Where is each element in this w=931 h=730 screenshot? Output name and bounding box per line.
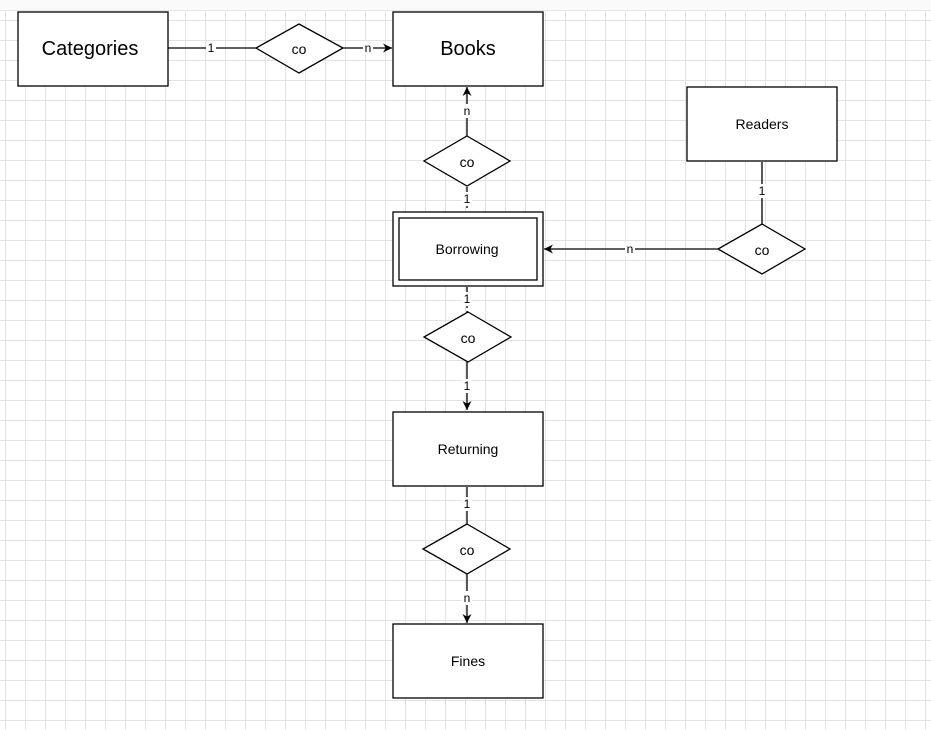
cardinality-borrowing-to-returning: 1 [464, 292, 471, 306]
top-bar [0, 0, 931, 11]
entity-borrowing-weak[interactable]: Borrowing [392, 211, 544, 287]
relationship-readers-borrowing[interactable]: co [716, 223, 807, 275]
entity-returning[interactable]: Returning [392, 411, 544, 487]
relationship-returning-fines[interactable]: co [421, 523, 512, 575]
entity-categories-label: Categories [42, 38, 139, 60]
relationship-books-borrowing-label: co [460, 154, 475, 170]
cardinality-returning-from-borrowing: 1 [464, 379, 471, 393]
cardinality-books-from-categories: n [365, 41, 372, 55]
relationship-borrowing-returning-label: co [461, 330, 476, 346]
entity-books-label: Books [440, 38, 496, 60]
cardinality-categories: 1 [208, 41, 215, 55]
relationship-readers-borrowing-label: co [755, 242, 770, 258]
entity-categories[interactable]: Categories [17, 11, 169, 87]
entity-readers-label: Readers [736, 116, 789, 132]
cardinality-readers: 1 [759, 184, 766, 198]
relationship-books-borrowing[interactable]: co [422, 135, 512, 187]
cardinality-returning-to-fines: 1 [464, 497, 471, 511]
cardinality-borrowing-from-readers: n [627, 242, 634, 256]
cardinality-fines: n [464, 591, 471, 605]
entity-fines-label: Fines [451, 653, 485, 669]
entity-returning-label: Returning [438, 441, 499, 457]
relationship-borrowing-returning[interactable]: co [422, 311, 513, 363]
entity-books[interactable]: Books [392, 11, 544, 87]
entity-fines[interactable]: Fines [392, 623, 544, 699]
relationship-returning-fines-label: co [460, 542, 475, 558]
cardinality-borrowing-to-books: 1 [464, 192, 471, 206]
entity-readers[interactable]: Readers [686, 86, 838, 162]
relationship-categories-books[interactable]: co [254, 23, 345, 74]
entity-borrowing-label: Borrowing [435, 241, 498, 257]
cardinality-books-from-borrowing: n [464, 104, 471, 118]
relationship-categories-books-label: co [292, 41, 307, 57]
